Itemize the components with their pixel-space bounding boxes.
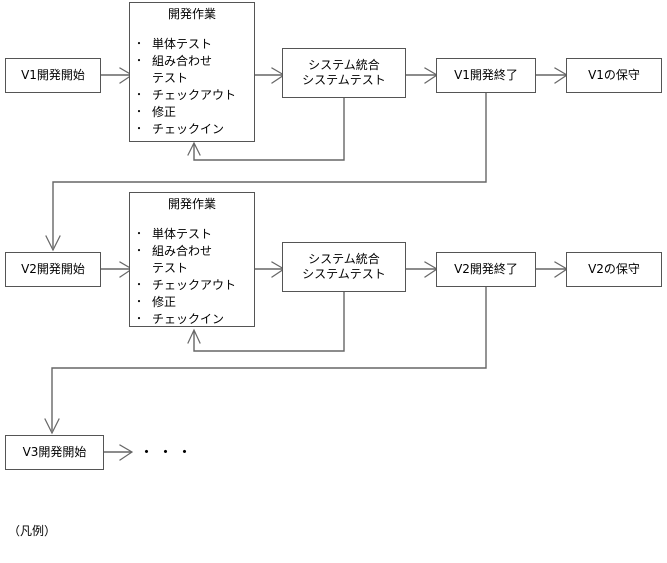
- list-item: チェックアウト: [130, 277, 254, 294]
- connector-v1end-to-v2start: [52, 92, 487, 248]
- node-v1-maintenance[interactable]: V1の保守: [566, 58, 662, 93]
- node-v2-end[interactable]: V2開発終了: [436, 252, 536, 287]
- node-v1-development[interactable]: 開発作業 単体テスト 組み合わせ テスト チェックアウト 修正 チェックイン: [129, 2, 255, 142]
- node-v2-development[interactable]: 開発作業 単体テスト 組み合わせ テスト チェックアウト 修正 チェックイン: [129, 192, 255, 328]
- list-item: 組み合わせ: [130, 53, 254, 70]
- legend: （凡例） V1：バージョン1 V2：バージョン2 V3：バージョン3: [8, 489, 111, 563]
- list-item: チェックイン: [130, 121, 254, 138]
- list-item: テスト: [152, 71, 189, 85]
- list-item: チェックイン: [130, 311, 254, 328]
- list-item: 修正: [130, 104, 254, 121]
- node-v1-development-list: 単体テスト 組み合わせ テスト チェックアウト 修正 チェックイン: [130, 36, 254, 138]
- node-v1-end-label: V1開発終了: [454, 68, 518, 82]
- list-item: 組み合わせ: [130, 243, 254, 260]
- connector-v2end-to-v3start: [51, 286, 487, 431]
- node-v1-development-title: 開発作業: [167, 7, 216, 21]
- node-v1-start-label: V1開発開始: [21, 68, 85, 82]
- legend-title: （凡例）: [8, 524, 57, 538]
- node-v2-maintenance-label: V2の保守: [588, 262, 640, 276]
- node-v2-maintenance[interactable]: V2の保守: [566, 252, 662, 287]
- list-item: 単体テスト: [130, 36, 254, 53]
- node-v3-start-label: V3開発開始: [22, 445, 87, 459]
- node-v2-start-label: V2開発開始: [21, 262, 85, 276]
- list-item: チェックアウト: [130, 87, 254, 104]
- node-v2-system-test-line1: システム統合: [308, 252, 380, 266]
- list-item: 単体テスト: [130, 226, 254, 243]
- node-v2-development-title: 開発作業: [167, 197, 216, 211]
- node-v2-start[interactable]: V2開発開始: [5, 252, 101, 287]
- node-v3-start[interactable]: V3開発開始: [5, 435, 104, 470]
- list-item: 修正: [130, 294, 254, 311]
- node-v1-system-test-line2: システムテスト: [302, 73, 386, 87]
- node-v2-system-test[interactable]: システム統合 システムテスト: [282, 242, 406, 292]
- continuation-ellipsis: ・・・: [139, 443, 197, 461]
- node-v1-system-test-line1: システム統合: [308, 58, 380, 72]
- node-v2-development-list: 単体テスト 組み合わせ テスト チェックアウト 修正 チェックイン: [130, 226, 254, 328]
- node-v2-system-test-line2: システムテスト: [302, 267, 386, 281]
- node-v2-end-label: V2開発終了: [454, 262, 518, 276]
- node-v1-maintenance-label: V1の保守: [588, 68, 640, 82]
- node-v1-system-test[interactable]: システム統合 システムテスト: [282, 48, 406, 98]
- node-v1-start[interactable]: V1開発開始: [5, 58, 101, 93]
- node-v1-end[interactable]: V1開発終了: [436, 58, 536, 93]
- list-item: テスト: [152, 261, 189, 275]
